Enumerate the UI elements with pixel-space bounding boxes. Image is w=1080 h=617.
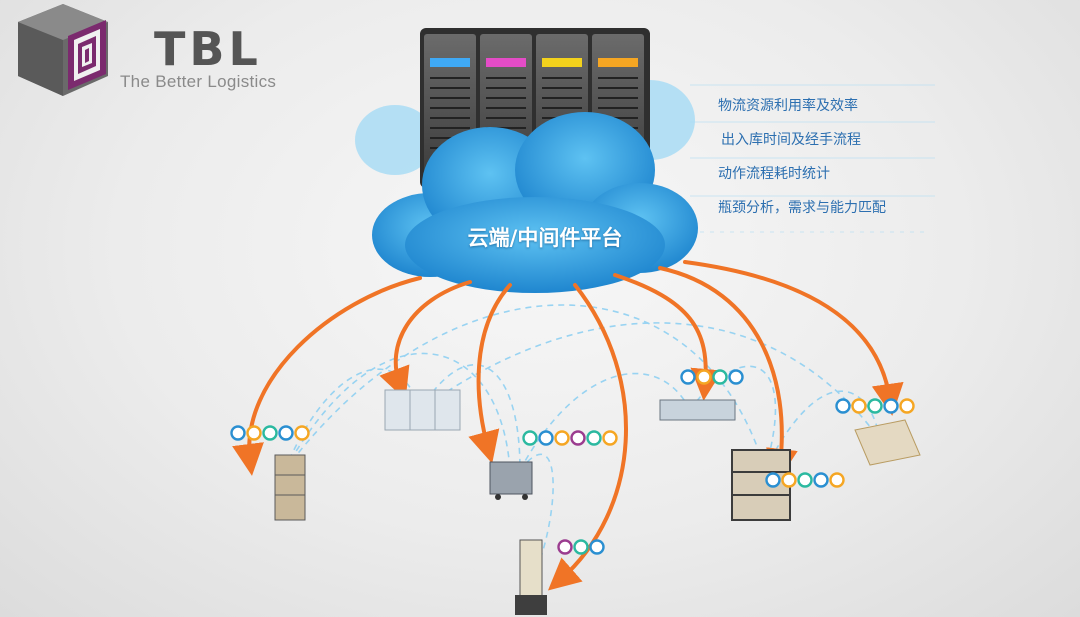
warehouse-shelf-left	[274, 454, 306, 521]
feature-item: 出入库时间及经手流程	[721, 132, 861, 148]
network-icon	[586, 430, 602, 446]
data-stream-lines	[690, 84, 935, 233]
box-icon	[538, 430, 554, 446]
feature-item: 动作流程耗时统计	[718, 166, 830, 182]
flat-rack	[659, 399, 736, 421]
logo-title: TBL	[154, 22, 262, 76]
circle-icon	[712, 369, 728, 385]
box-icon	[781, 472, 797, 488]
circle-icon	[589, 539, 605, 555]
robot-icon	[680, 369, 696, 385]
location-icon	[728, 369, 744, 385]
logo: TBL The Better Logistics	[8, 4, 308, 100]
forklift	[515, 539, 547, 615]
robot-icon	[230, 425, 246, 441]
open-cart	[854, 419, 921, 466]
circle-icon	[262, 425, 278, 441]
logo-cube-icon	[18, 4, 108, 96]
robot-cart	[489, 461, 533, 500]
circle-icon	[867, 398, 883, 414]
location-icon	[570, 430, 586, 446]
box-icon	[573, 539, 589, 555]
status-icon-groups	[230, 369, 915, 555]
warehouse-shelf-right	[731, 449, 791, 521]
network-icon	[829, 472, 845, 488]
pallet-boxes	[384, 389, 461, 431]
data-flow-arrows	[232, 260, 904, 591]
cloud-shape	[372, 112, 698, 293]
logo-subtitle: The Better Logistics	[120, 72, 277, 91]
circle-icon	[797, 472, 813, 488]
robot-icon	[522, 430, 538, 446]
box-icon	[246, 425, 262, 441]
robot-icon	[835, 398, 851, 414]
feature-item: 瓶颈分析，需求与能力匹配	[718, 200, 886, 216]
cloud-platform-label: 云端/中间件平台	[467, 226, 623, 250]
location-icon	[278, 425, 294, 441]
network-icon	[294, 425, 310, 441]
circle-icon	[554, 430, 570, 446]
network-icon	[899, 398, 915, 414]
tools-icon	[602, 430, 618, 446]
box-icon	[851, 398, 867, 414]
location-icon	[883, 398, 899, 414]
robot-icon	[557, 539, 573, 555]
location-icon	[813, 472, 829, 488]
feature-item: 物流资源利用率及效率	[718, 98, 858, 114]
robot-icon	[765, 472, 781, 488]
box-icon	[696, 369, 712, 385]
feature-list: 物流资源利用率及效率 出入库时间及经手流程 动作流程耗时统计 瓶颈分析，需求与能…	[718, 96, 958, 232]
